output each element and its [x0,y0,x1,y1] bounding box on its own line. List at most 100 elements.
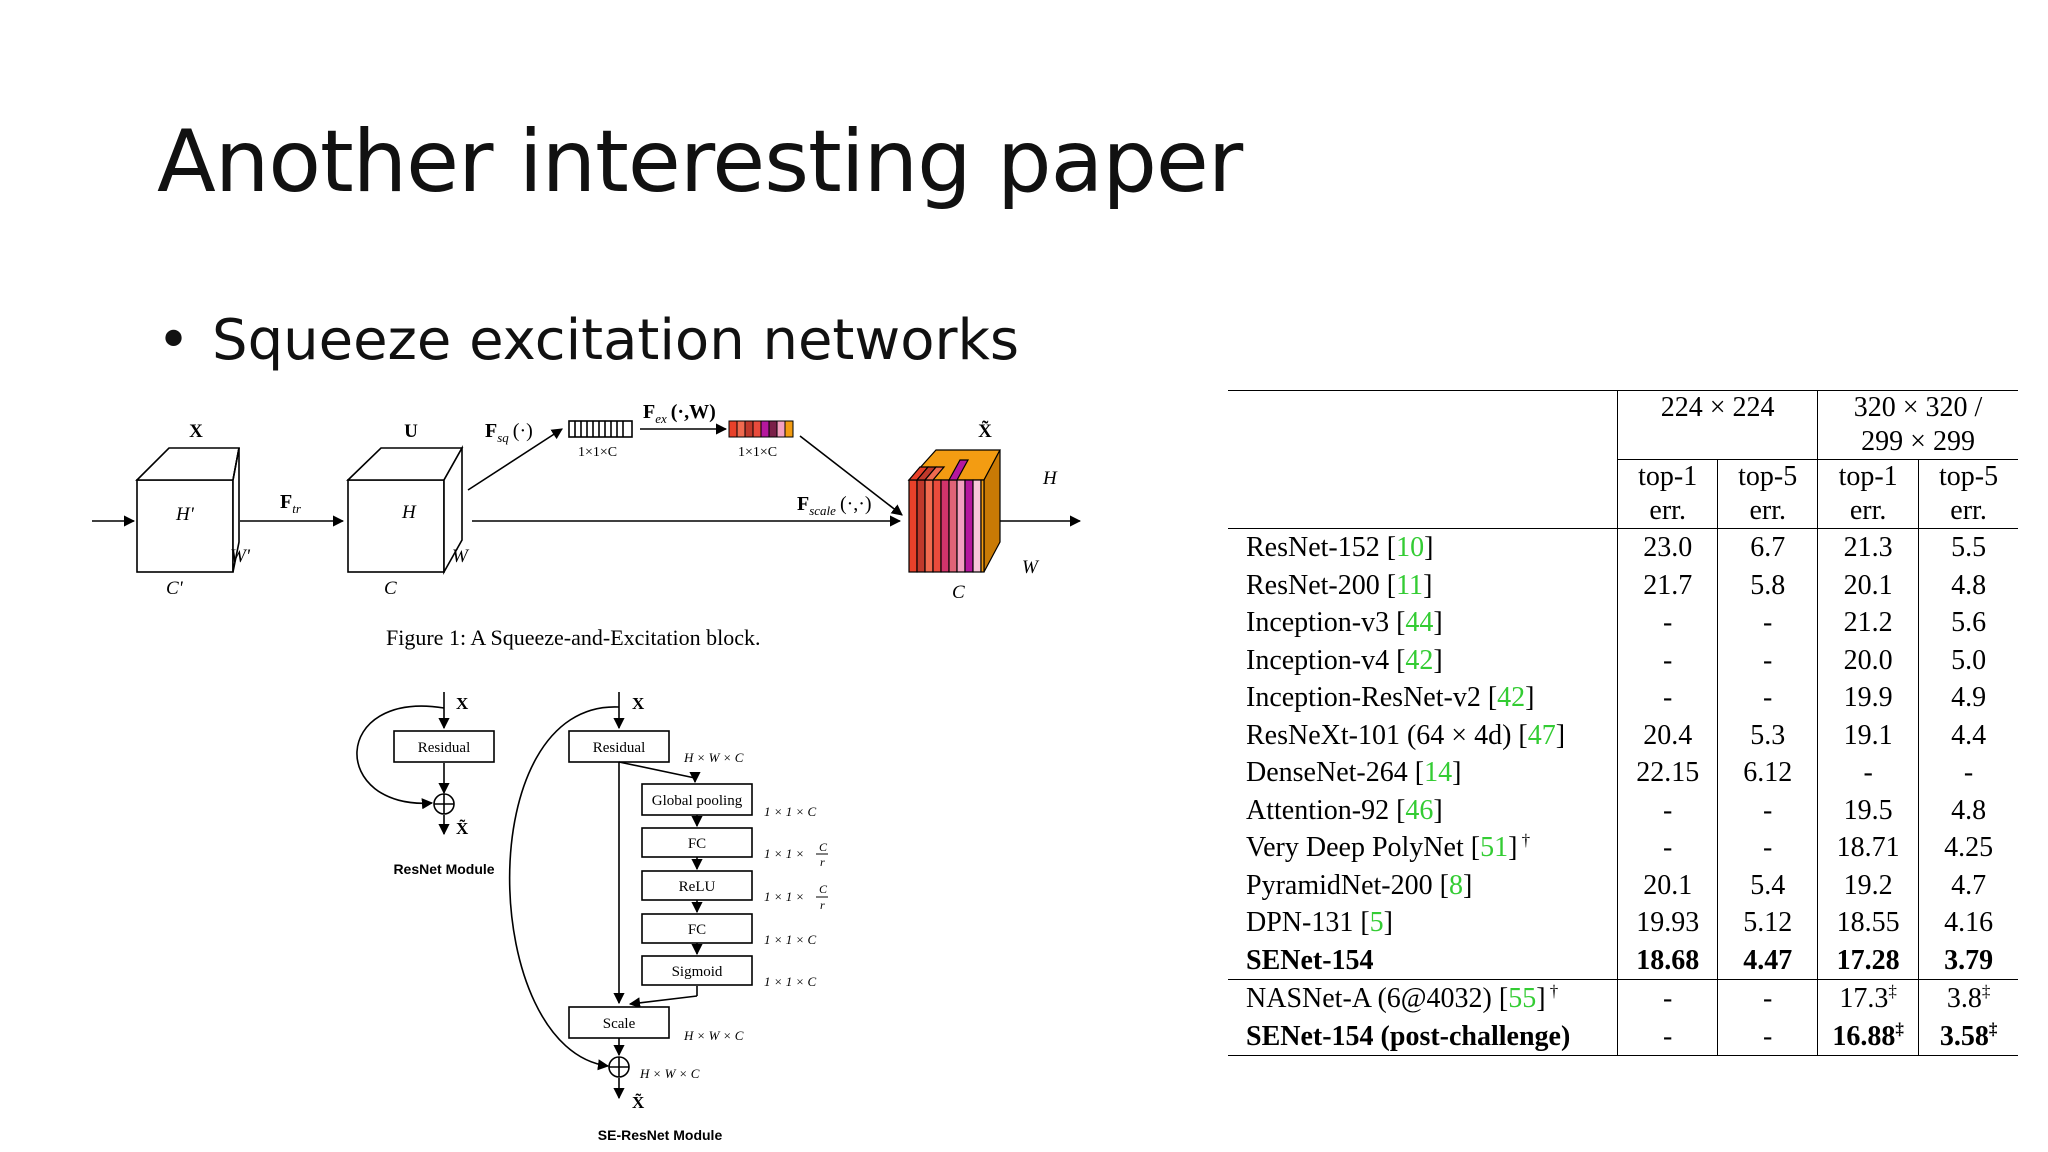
cell: 5.5 [1918,528,2018,567]
cell: - [1617,604,1718,642]
cell: 20.4 [1617,716,1718,754]
se-scale: Scale [603,1016,636,1032]
cell: 4.7 [1918,866,2018,904]
se-resnet-module-title: SE-ResNet Module [598,1127,723,1143]
se-residual-dim: H × W × C [683,750,744,765]
label-u: U [404,421,418,442]
citation-link[interactable]: 14 [1424,757,1453,788]
se-sigmoid: Sigmoid [672,964,723,980]
cell: 18.68 [1617,941,1718,980]
cube-u [346,444,464,576]
cell: 4.16 [1918,904,2018,942]
cell: 6.12 [1717,754,1818,792]
cell: - [1617,679,1718,717]
cell: 17.3‡ [1817,979,1919,1018]
table-header-row-1: 224 × 224 320 × 320 / [1228,390,2018,425]
model-name: ResNet-200 [11] [1246,569,1433,601]
se-sum-dim: H × W × C [639,1066,700,1081]
recalib-arrow [799,435,903,516]
cell: - [1617,829,1718,867]
label-c-prime: C' [166,578,184,599]
model-name: Inception-v3 [44] [1246,607,1443,638]
cell: - [1717,641,1818,679]
cell: - [1918,754,2018,792]
cell: 23.0 [1617,528,1718,567]
se-resnet-x-out: X̃ [632,1092,645,1112]
cell: - [1717,979,1818,1018]
results-table: 224 × 224 320 × 320 / 299 × 299 top-1 to… [1228,390,2018,1056]
header-320-line2: 299 × 299 [1817,425,2018,460]
se-relu-frac-num: C [819,882,828,896]
cell: - [1617,791,1718,829]
label-h-prime: H' [175,504,195,525]
citation-link[interactable]: 42 [1405,644,1434,676]
cell: 18.71 [1817,829,1919,867]
se-gp-dim: 1 × 1 × C [764,804,817,819]
label-dim-excite: 1×1×C [738,445,777,460]
label-ftr: Ftr [280,491,302,516]
label-c2: C [952,582,965,603]
header-224: 224 × 224 [1617,390,1818,425]
model-name: ResNet-152 [10] [1246,532,1434,563]
bullet-item: • Squeeze excitation networks [157,308,1019,373]
label-w: W [452,546,470,567]
citation-link[interactable]: 10 [1396,532,1425,563]
table-header-row-2: 299 × 299 [1228,425,2018,460]
resnet-module-title: ResNet Module [393,861,494,877]
slide-title: Another interesting paper [157,112,1243,212]
cell: 5.0 [1918,641,2018,679]
cell: 17.28 [1817,941,1919,980]
se-scale-dim: H × W × C [683,1028,744,1043]
col-header: err. [1717,494,1818,529]
model-name: SENet-154 [1228,941,1618,980]
se-block-figure: X U X̃ H' W' C' H W C H W C Ftr Fsq(·) F… [92,401,1082,603]
col-header: top-1 [1617,459,1718,494]
col-header: err. [1817,494,1919,529]
citation-link[interactable]: 42 [1497,682,1526,713]
cell: 4.8 [1918,791,2018,829]
cell: 16.88‡ [1817,1017,1919,1056]
cell: 21.2 [1817,604,1919,642]
citation-link[interactable]: 46 [1405,794,1434,826]
fsq-arrow [467,428,563,491]
citation-link[interactable]: 44 [1405,607,1434,638]
citation-link[interactable]: 47 [1527,719,1556,751]
model-name: Inception-ResNet-v2 [42] [1246,682,1535,713]
model-name: Attention-92 [46] [1246,794,1443,826]
citation-link[interactable]: 55 [1508,983,1537,1014]
model-name: SENet-154 (post-challenge) [1228,1017,1618,1056]
label-x: X [189,421,203,442]
table-header-row-3: top-1 top-5 top-1 top-5 [1228,459,2018,494]
cell: 22.15 [1617,754,1718,792]
citation-link[interactable]: 51 [1480,832,1509,863]
resnet-residual: Residual [418,740,471,756]
cell: 4.9 [1918,679,2018,717]
cell: - [1617,641,1718,679]
citation-link[interactable]: 5 [1369,907,1384,938]
cell: - [1717,604,1818,642]
se-sigmoid-dim: 1 × 1 × C [764,974,817,989]
cell: 4.47 [1717,941,1818,980]
squeeze-vector [568,420,633,438]
citation-link[interactable]: 8 [1448,869,1463,901]
label-h: H [401,502,417,523]
col-header: top-1 [1817,459,1919,494]
cell: 20.0 [1817,641,1919,679]
resnet-x-in: X [456,694,469,713]
cell: - [1717,679,1818,717]
col-header: err. [1918,494,2018,529]
citation-link[interactable]: 11 [1396,569,1424,601]
model-name: ResNeXt-101 (64 × 4d) [47] [1246,719,1566,751]
se-resnet-x-in: X [632,694,645,713]
bullet-text: Squeeze excitation networks [212,308,1020,373]
bullet-dot-icon: • [157,308,191,373]
se-fc1: FC [688,836,706,852]
table-header-row-4: err. err. err. err. [1228,494,2018,529]
cell: - [1717,1017,1818,1056]
cell: 6.7 [1717,528,1818,567]
se-relu-dim: 1 × 1 × [764,889,804,904]
